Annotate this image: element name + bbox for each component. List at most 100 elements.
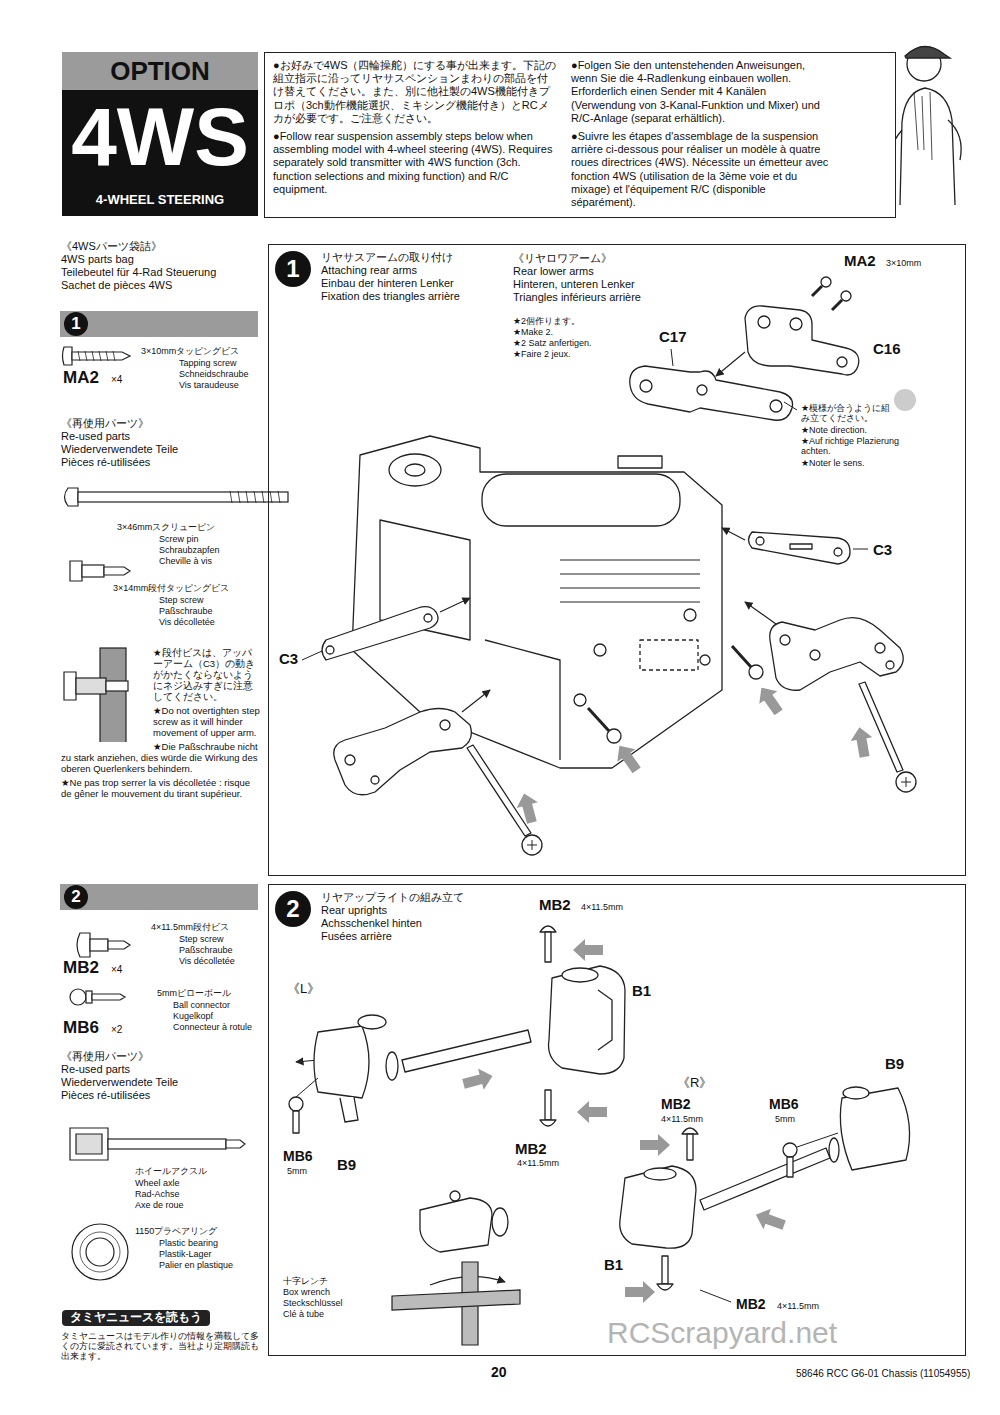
upright-illustration (662, 1256, 668, 1284)
suspension-arm (770, 618, 903, 691)
screw-icon (70, 1128, 108, 1160)
direction-arrow (722, 528, 745, 540)
screw-icon (106, 681, 128, 691)
bag-heading: Sachet de pièces 4WS (60, 279, 173, 292)
note: ★Faire 2 jeux. (512, 349, 572, 359)
direction-arrow (440, 598, 470, 612)
gearbox-illustration (684, 609, 696, 621)
upright-illustration (358, 1015, 386, 1029)
upright-illustration (620, 1166, 696, 1248)
quantity: ×2 (110, 1024, 123, 1036)
step-bar: 2 (60, 884, 258, 910)
part-code: MB2 (538, 896, 572, 913)
suspension-arm (749, 532, 851, 564)
part-name: Connecteur à rotule (172, 1022, 253, 1032)
upright-illustration (562, 968, 598, 982)
suspension-arm (886, 661, 894, 669)
screw-icon (76, 678, 106, 694)
mascot-figure (948, 120, 961, 160)
callout-heading: Triangles inférieurs arrière (512, 291, 642, 304)
screw-icon (65, 488, 79, 506)
upright-illustration (314, 1026, 369, 1098)
gearbox-illustration (574, 694, 586, 706)
screw-icon (230, 491, 280, 503)
suspension-arm (896, 772, 916, 792)
upright-illustration (843, 1087, 869, 1099)
upright-illustration (829, 1138, 839, 1162)
suspension-arm (859, 682, 903, 772)
part-code: C3 (872, 541, 893, 558)
part-name: Vis taraudeuse (178, 380, 240, 390)
screw-icon (76, 1134, 102, 1154)
part-name: Plastik-Lager (158, 1249, 213, 1259)
part-code: B1 (631, 982, 652, 999)
screw-icon (92, 994, 125, 1000)
part-code: B1 (603, 1256, 624, 1273)
direction-arrow (296, 352, 776, 1285)
suspension-arm (790, 544, 812, 549)
note: ★Auf richtige Plazierung achten. (800, 436, 902, 457)
note: ★2個作ります。 (512, 316, 581, 326)
suspension-arm (745, 306, 859, 375)
suspension-arm (697, 385, 707, 395)
watermark: RCScrapyard.net (606, 1316, 838, 1351)
leader-line (797, 1133, 838, 1147)
suspension-arm (894, 389, 916, 411)
part-name: 3×14mm段付タッピングビス (112, 583, 230, 593)
step-panel: 1リヤサスアームの取り付けAttaching rear armsEinbau d… (268, 244, 966, 876)
part-code: C3 (278, 650, 299, 667)
suspension-arm (875, 643, 885, 653)
suspension-arm (371, 776, 379, 784)
part-code: C17 (658, 328, 688, 345)
gearbox-illustration (389, 454, 441, 486)
part-name: Schraubzapfen (158, 545, 221, 555)
screw-icon (64, 672, 76, 700)
screw-icon (86, 1238, 114, 1266)
part-code: MB6 (768, 1096, 800, 1112)
screw-icon (80, 1232, 120, 1272)
box-wrench (392, 1290, 520, 1310)
suspension-arm (424, 614, 432, 622)
note: ★Ne pas trop serrer la vis décolletée : … (60, 778, 262, 800)
part-name: Paßschraube (158, 606, 214, 616)
suspension-arm (837, 357, 847, 367)
upright-illustration (549, 966, 625, 1074)
upright-illustration (545, 1090, 551, 1120)
screw-icon (70, 989, 86, 1005)
instruction-text: ●Folgen Sie den untenstehenden Anweisung… (571, 59, 833, 125)
suspension-arm (821, 277, 831, 287)
insert-arrow (640, 1134, 670, 1156)
part-code: MB2 (514, 1140, 548, 1157)
part-code: B9 (884, 1055, 905, 1072)
tool-name: Clé à tube (282, 1309, 325, 1319)
note: ★2 Satz anfertigen. (512, 338, 593, 348)
tool-name: 十字レンチ (282, 1276, 329, 1286)
insert-arrow (461, 681, 876, 1303)
section-heading: 《再使用パーツ》 (60, 1050, 150, 1063)
note: ★模様が合うように組み立てください。 (800, 403, 894, 424)
bag-heading: 4WS parts bag (60, 253, 135, 266)
mascot-figure (914, 92, 932, 160)
suspension-arm (749, 665, 763, 679)
note: ★Do not overtighten step screw as it wil… (152, 706, 262, 739)
screw-icon (72, 1224, 128, 1280)
upright-illustration (598, 990, 612, 1050)
suspension-arm (841, 291, 851, 301)
leader-line (302, 651, 322, 660)
suspension-arm (467, 745, 531, 836)
part-code: MB6 (62, 1018, 100, 1038)
mascot-figure (905, 46, 950, 58)
part-name: Plastic bearing (158, 1238, 219, 1248)
part-code: MB2 (735, 1296, 767, 1312)
direction-arrow (745, 602, 776, 624)
step-title: Rear uprights (321, 904, 387, 917)
insert-arrow (573, 939, 603, 961)
upright-illustration (840, 1088, 909, 1170)
box-wrench (392, 1262, 520, 1345)
leader-line (671, 349, 673, 366)
screw-icon (63, 347, 289, 1280)
insert-arrow (577, 1101, 607, 1123)
note: ★段付ビスは、アッパーアーム（C3）の動きがかたくならないようにネジ込みすぎに注… (152, 648, 262, 703)
upright-illustration (450, 1191, 460, 1201)
gearbox-illustration (560, 560, 700, 602)
